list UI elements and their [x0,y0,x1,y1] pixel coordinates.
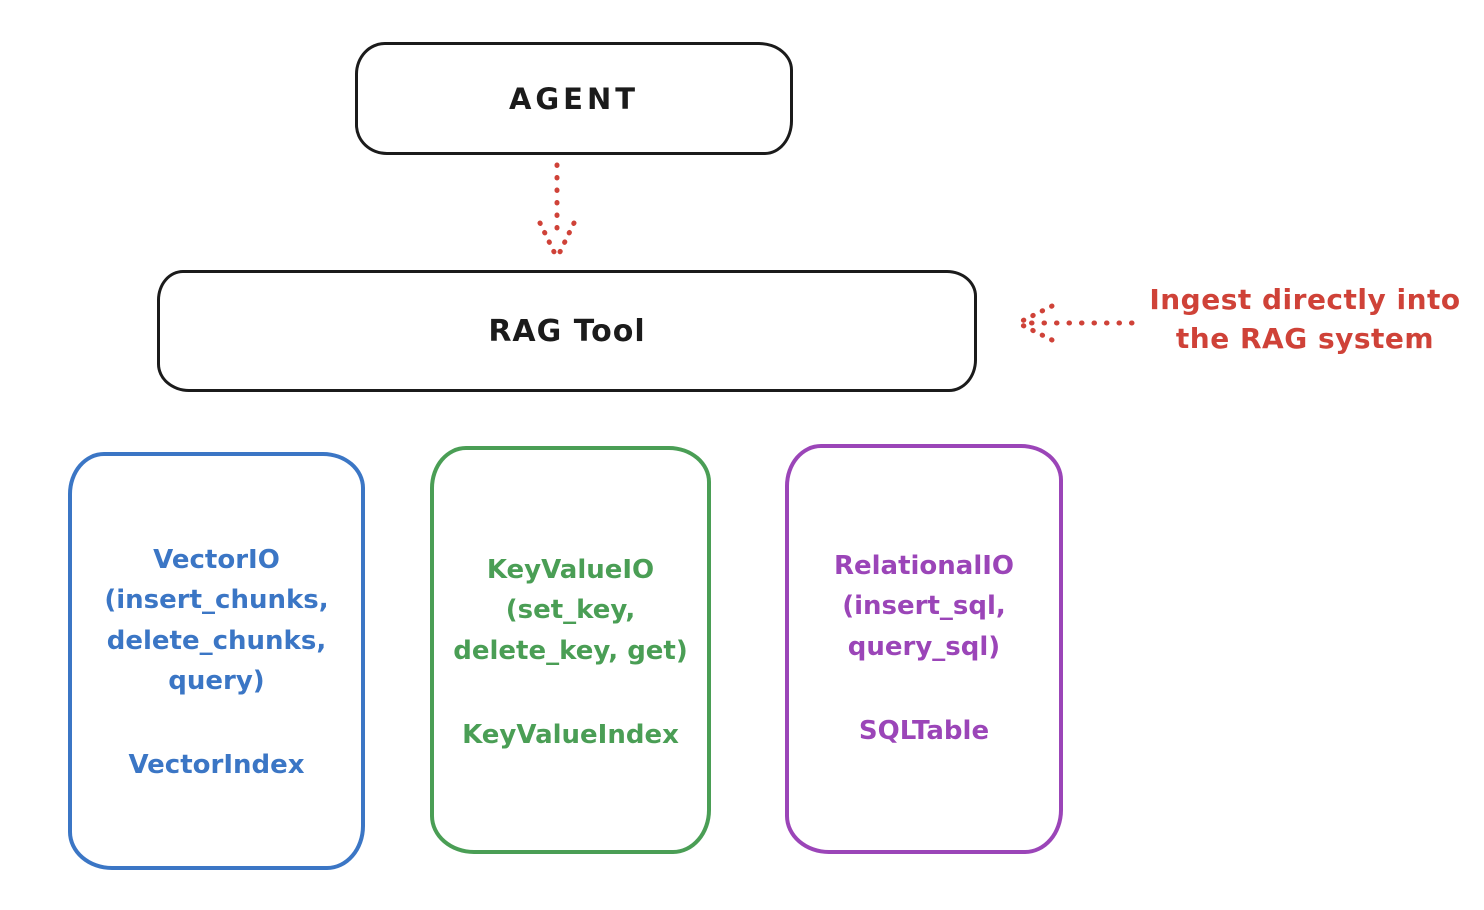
io-signature-line: delete_key, get) [453,635,688,666]
io-signature-line: VectorIO [153,545,280,575]
ingest-annotation-line2: the RAG system [1175,321,1435,355]
io-signature-line: (insert_chunks, [104,585,329,616]
keyvalueio-node: KeyValueIO (set_key, delete_key, get) Ke… [430,446,711,854]
ingest-annotation: Ingest directly into the RAG system [1138,281,1472,358]
agent-node: AGENT [355,42,793,155]
io-signature-line: delete_chunks, [106,625,327,656]
io-signature-lines: RelationalIO (insert_sql, query_sql) [789,546,1059,667]
io-signature-line: (set_key, [505,595,636,626]
rag-tool-node: RAG Tool [157,270,977,392]
sql-table-label: SQLTable [858,715,990,746]
io-signature-line: (insert_sql, [842,591,1006,622]
agent-label: AGENT [508,81,640,116]
io-signature-line: RelationalIO [833,551,1015,581]
vectorio-node: VectorIO (insert_chunks, delete_chunks, … [68,452,365,870]
io-signature-lines: VectorIO (insert_chunks, delete_chunks, … [72,540,361,701]
vector-index-label: VectorIndex [128,750,305,781]
agent-to-ragtool-arrow-icon [537,162,577,261]
ingest-annotation-line1: Ingest directly into [1149,283,1461,316]
keyvalue-index-label: KeyValueIndex [462,719,679,750]
ingest-arrow-icon [1017,303,1135,343]
io-signature-lines: KeyValueIO (set_key, delete_key, get) [434,550,707,671]
rag-tool-label: RAG Tool [488,313,646,349]
io-signature-line: query_sql) [847,631,1001,662]
relationalio-node: RelationalIO (insert_sql, query_sql) SQL… [785,444,1063,854]
io-signature-line: query) [168,665,265,696]
io-signature-line: KeyValueIO [486,555,655,585]
